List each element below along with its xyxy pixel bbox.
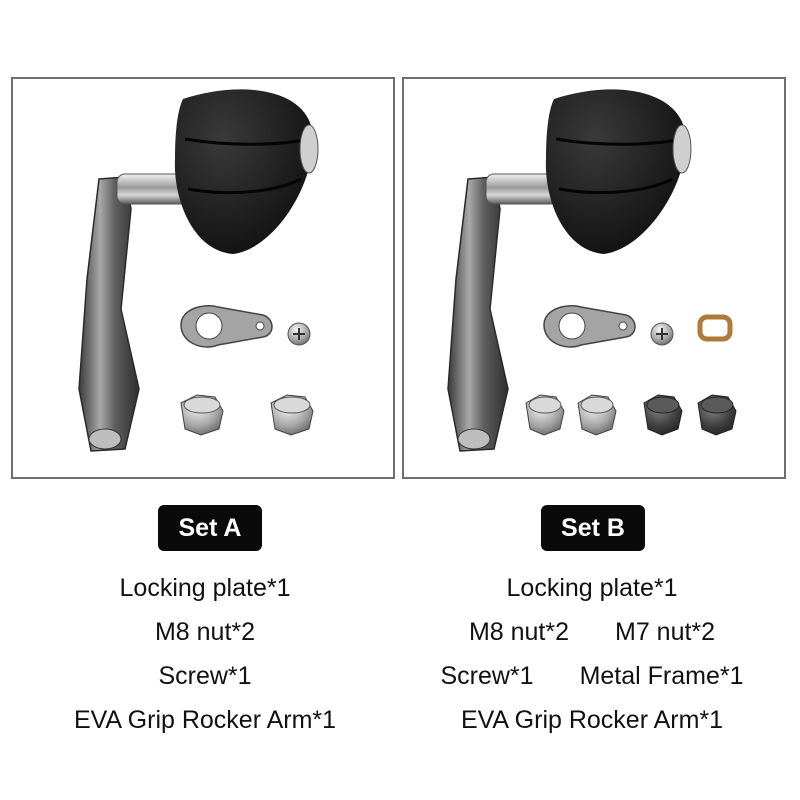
set-a-contents-list: Locking plate*1 M8 nut*2 Screw*1 EVA Gri… <box>5 566 405 742</box>
item-metal-frame: Metal Frame*1 <box>579 661 744 690</box>
list-item: Screw*1 <box>5 654 405 698</box>
m7-nut-image <box>643 394 737 436</box>
screw-image <box>650 322 674 346</box>
rocker-arm-image <box>447 89 692 452</box>
m8-nut-image <box>525 394 617 436</box>
set-b-product-image <box>402 77 786 479</box>
m8-nut-image <box>180 394 314 436</box>
list-item: Locking plate*1 <box>392 566 792 610</box>
rocker-arm-image <box>78 89 319 452</box>
list-item: M8 nut*2 <box>5 610 405 654</box>
item-m8-nut: M8 nut*2 <box>154 617 256 646</box>
set-a-badge: Set A <box>158 505 262 551</box>
item-m7-nut: M7 nut*2 <box>615 617 716 646</box>
item-screw: Screw*1 <box>158 661 252 690</box>
item-screw: Screw*1 <box>440 661 534 690</box>
set-b-badge: Set B <box>541 505 645 551</box>
locking-plate-image <box>180 305 273 348</box>
list-item: EVA Grip Rocker Arm*1 <box>5 698 405 742</box>
set-b-contents-list: Locking plate*1 M8 nut*2 M7 nut*2 Screw*… <box>392 566 792 742</box>
locking-plate-image <box>543 305 636 348</box>
item-m8-nut: M8 nut*2 <box>468 617 569 646</box>
item-locking-plate: Locking plate*1 <box>506 573 678 602</box>
set-a-parts-illustration <box>78 89 319 452</box>
list-item: M8 nut*2 M7 nut*2 <box>392 610 792 654</box>
list-item: Screw*1 Metal Frame*1 <box>392 654 792 698</box>
metal-frame-image <box>697 314 733 342</box>
item-eva-grip-rocker-arm: EVA Grip Rocker Arm*1 <box>73 705 337 734</box>
list-item: Locking plate*1 <box>5 566 405 610</box>
list-item: EVA Grip Rocker Arm*1 <box>392 698 792 742</box>
item-eva-grip-rocker-arm: EVA Grip Rocker Arm*1 <box>460 705 724 734</box>
item-locking-plate: Locking plate*1 <box>119 573 291 602</box>
screw-image <box>287 322 311 346</box>
set-b-parts-illustration <box>447 89 737 452</box>
set-a-product-image <box>11 77 395 479</box>
